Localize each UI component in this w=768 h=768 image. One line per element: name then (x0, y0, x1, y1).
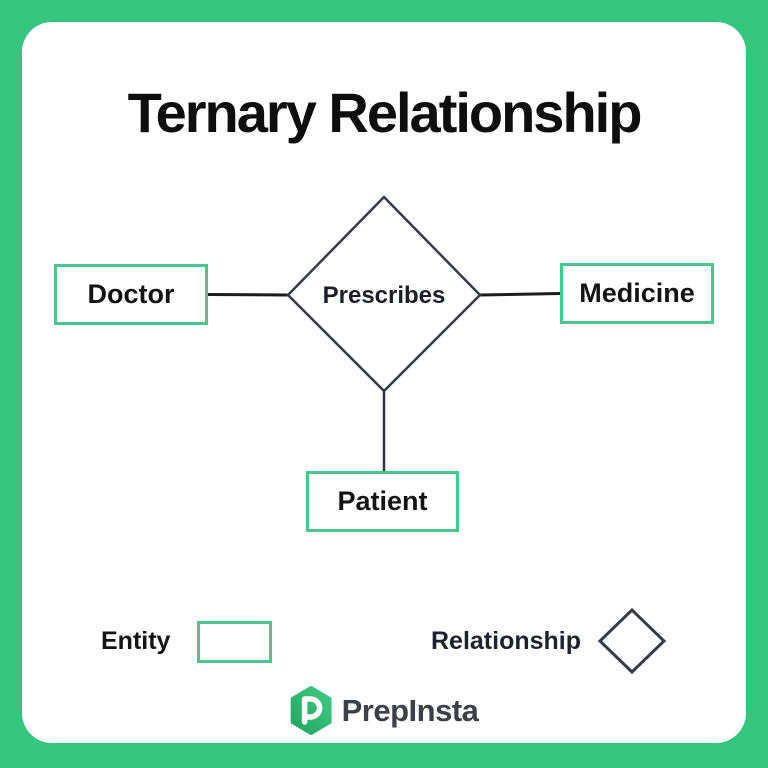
entity-medicine-label: Medicine (579, 278, 695, 308)
connector-medicine-line (479, 292, 561, 297)
legend-entity-swatch (197, 621, 272, 663)
legend-relationship-diamond-icon (597, 607, 667, 675)
entity-doctor: Doctor (54, 264, 208, 325)
entity-patient: Patient (306, 471, 459, 532)
entity-patient-label: Patient (337, 486, 428, 516)
prepinsta-logo: PrepInsta (290, 686, 479, 735)
entity-doctor-label: Doctor (87, 279, 175, 309)
legend-entity-label: Entity (101, 627, 171, 655)
relationship-diamond-shape (286, 195, 482, 393)
page-title: Ternary Relationship (127, 81, 643, 144)
entity-medicine: Medicine (560, 263, 714, 324)
prepinsta-logo-text: PrepInsta (341, 692, 479, 728)
legend-relationship-label: Relationship (431, 627, 582, 655)
prepinsta-hexagon-p-icon (290, 686, 332, 735)
relationship-label: Prescribes (322, 282, 446, 309)
connector-doctor-line (206, 293, 289, 297)
